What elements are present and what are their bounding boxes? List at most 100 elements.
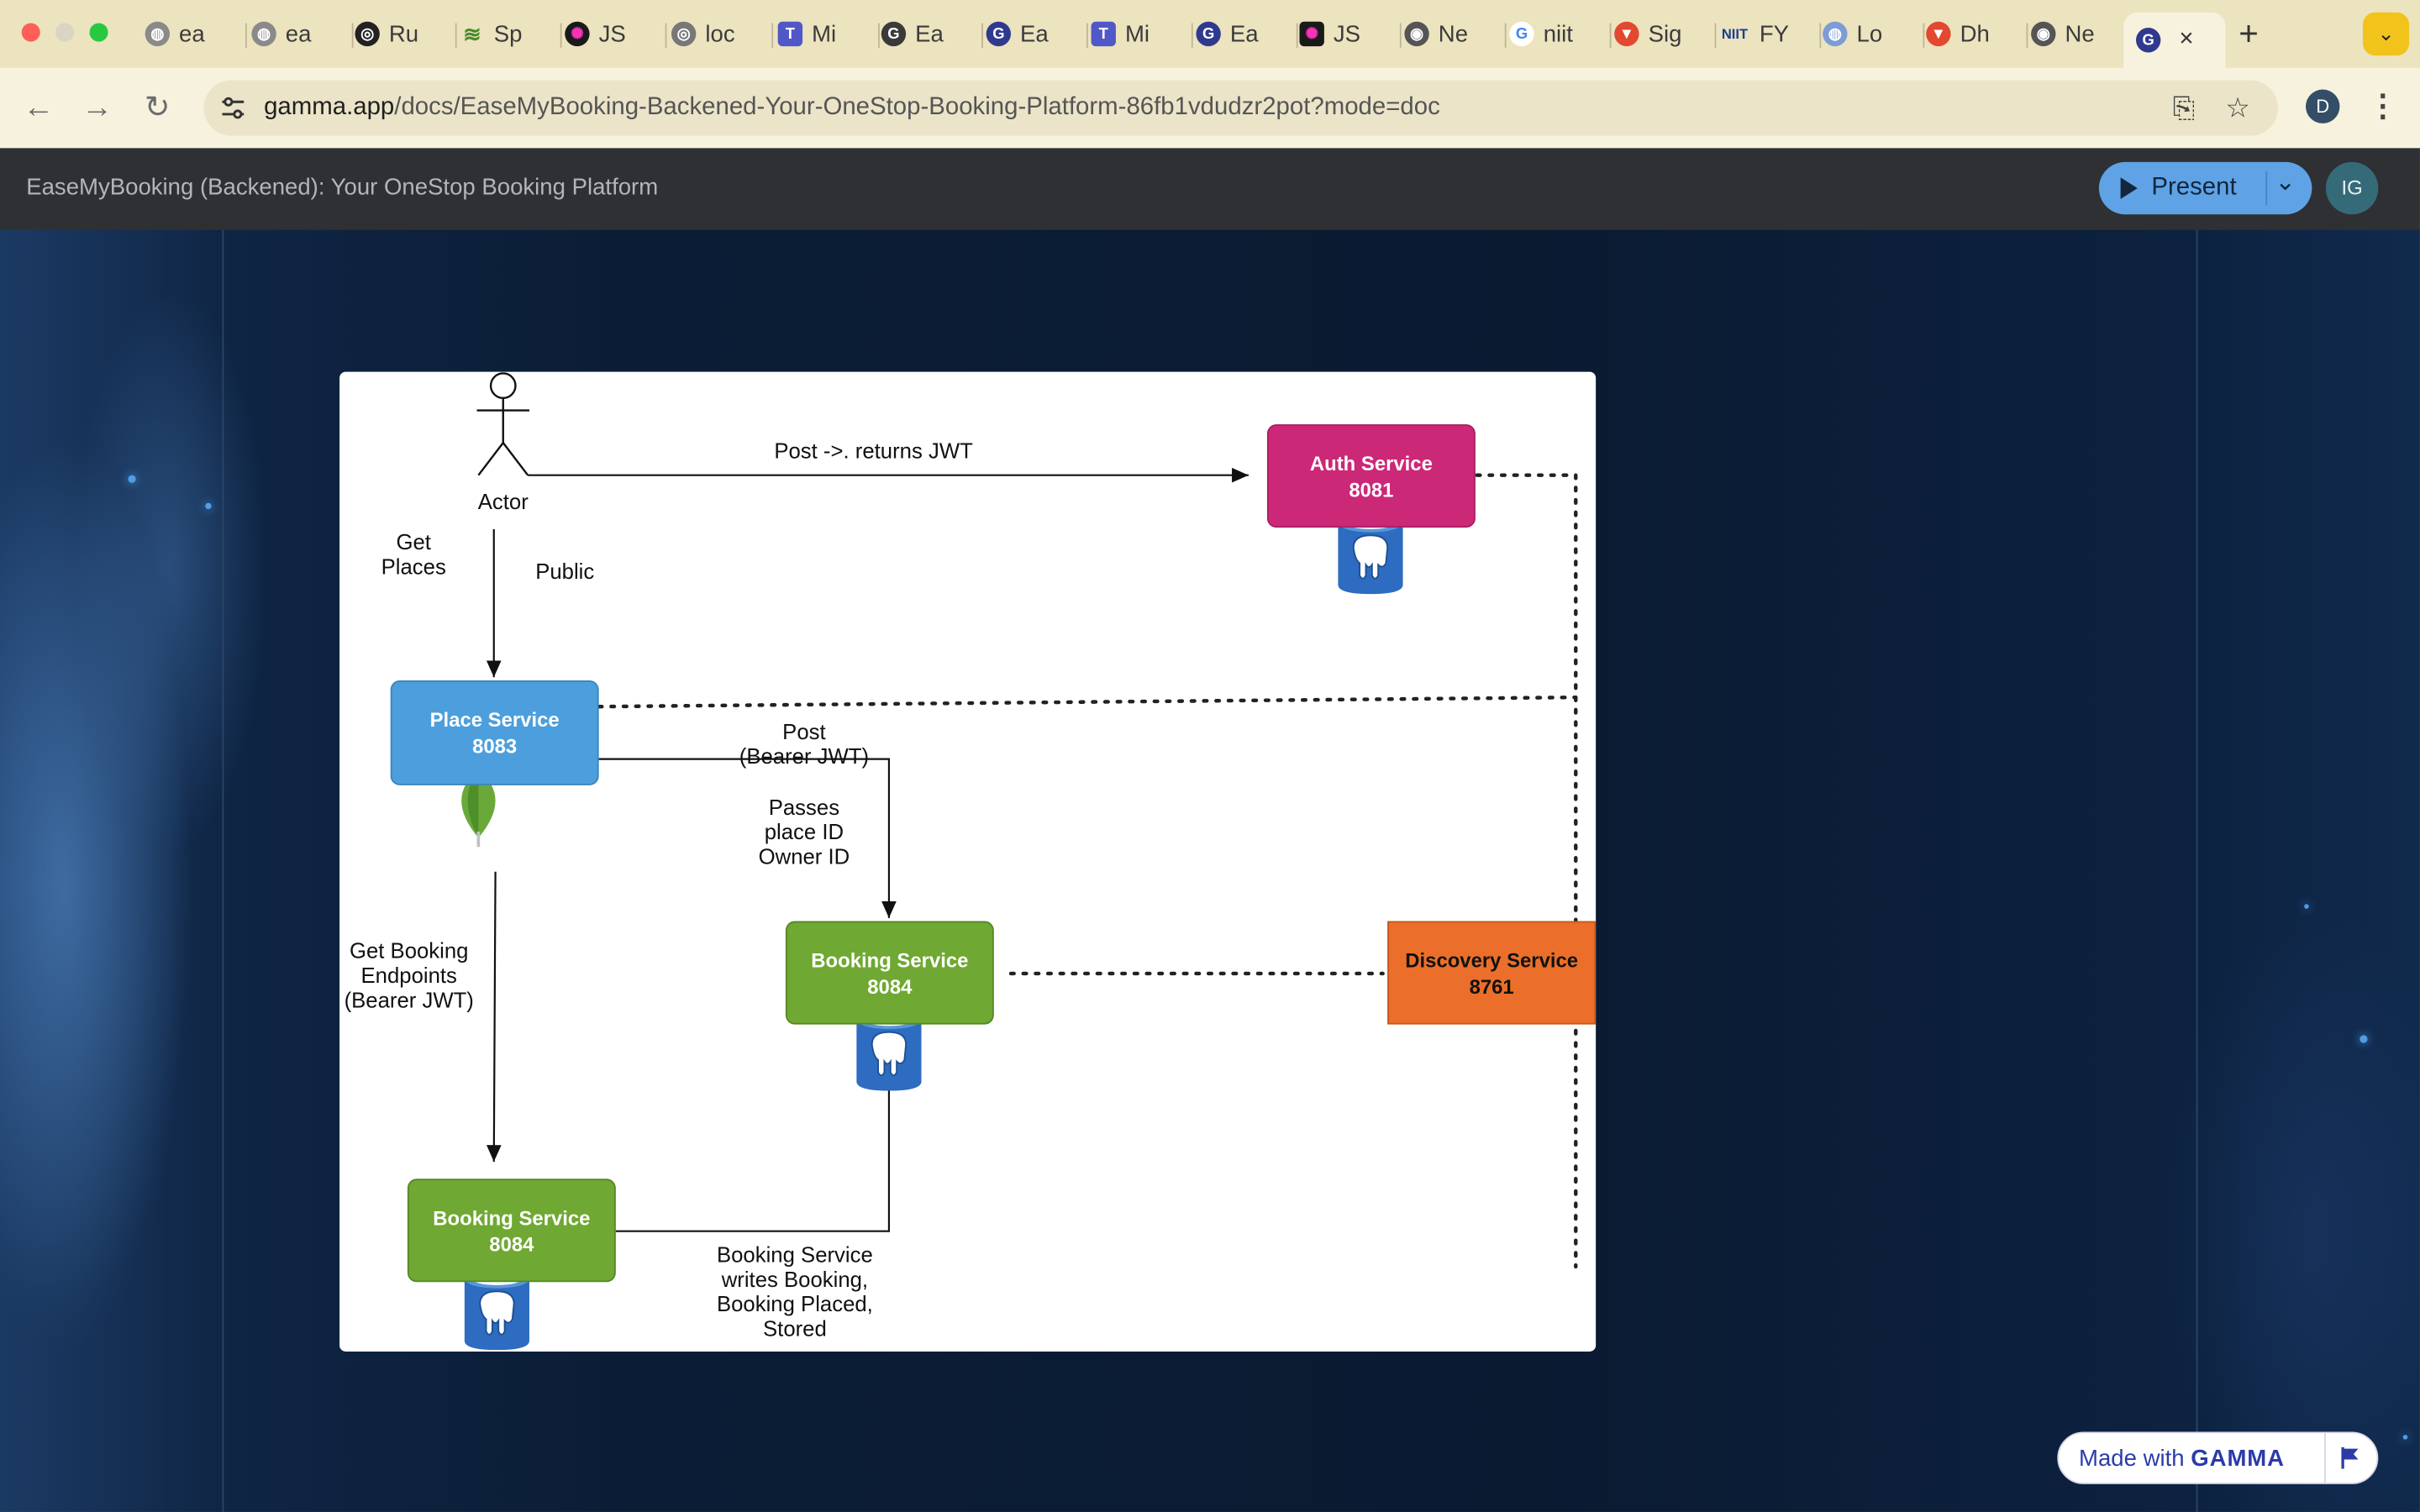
place-service-node: Place Service 8083: [390, 680, 599, 785]
diagram-connectors: [460, 372, 1578, 1352]
browser-tab[interactable]: ◉ Ne: [1392, 13, 1507, 55]
google-icon: G: [1509, 21, 1534, 47]
tab-title: Dh: [1960, 20, 1990, 48]
back-icon[interactable]: ←: [23, 91, 55, 125]
spring-icon: ≋: [463, 20, 481, 46]
minimize-window-button[interactable]: [55, 23, 75, 42]
tab-title: ea: [285, 20, 312, 48]
tab-title: JS: [1333, 20, 1361, 48]
browser-tab[interactable]: ◍ Lo: [1810, 13, 1925, 55]
tab-title: Ea: [1229, 20, 1259, 48]
teams-icon: T: [1091, 21, 1116, 47]
teams-icon: T: [777, 21, 803, 47]
discovery-service-node: Discovery Service 8761: [1387, 921, 1597, 1025]
bookmark-star-icon[interactable]: ☆: [2225, 92, 2251, 123]
edge-label: Post (Bearer JWT): [739, 718, 870, 769]
node-port: 8761: [1469, 974, 1514, 998]
active-browser-tab[interactable]: G ×: [2123, 12, 2226, 68]
globe-icon: ◍: [1823, 21, 1848, 47]
tab-title: Ne: [2065, 20, 2095, 48]
browser-tab[interactable]: NIIT FY: [1707, 13, 1822, 55]
browser-tab[interactable]: G Ea: [974, 13, 1088, 55]
tab-title: Ea: [915, 20, 944, 48]
node-name: Booking Service: [811, 948, 969, 972]
browser-tab[interactable]: ◍ ea: [239, 13, 354, 55]
doc-header: EaseMyBooking (Backened): Your OneStop B…: [0, 148, 2420, 232]
chrome-icon: ◉: [2031, 21, 2056, 47]
actor-label: Actor: [477, 489, 529, 514]
tab-search-button[interactable]: ⌄: [2362, 12, 2410, 56]
gitlab-icon: ▼: [1614, 21, 1639, 47]
node-name: Place Service: [429, 708, 560, 732]
edge-label: Booking Service writes Booking, Booking …: [716, 1242, 873, 1341]
browser-toolbar: ← → ↻ gamma.app/docs/EaseMyBooking-Backe…: [0, 67, 2420, 149]
tab-title: Ea: [1020, 20, 1049, 48]
browser-tab[interactable]: ▼ Sig: [1602, 13, 1717, 55]
browser-tab[interactable]: ▼ Dh: [1914, 13, 2028, 55]
zoom-window-button[interactable]: [89, 23, 108, 42]
browser-tab[interactable]: ✺ JS: [1287, 13, 1402, 55]
browser-menu-icon[interactable]: ⋮: [2367, 89, 2399, 123]
browser-tab[interactable]: G Ea: [869, 13, 983, 55]
play-icon: [2120, 177, 2138, 199]
user-avatar[interactable]: IG: [2325, 161, 2379, 215]
made-with-gamma-badge[interactable]: Made with GAMMA: [2057, 1431, 2379, 1484]
browser-tab[interactable]: G Ea: [1184, 13, 1298, 55]
tab-title: Lo: [1856, 20, 1883, 48]
made-with-label: Made with GAMMA: [2079, 1445, 2286, 1473]
new-tab-button[interactable]: +: [2238, 13, 2259, 53]
content-edge: [2196, 229, 2198, 1512]
node-port: 8081: [1349, 477, 1394, 501]
jsconsole-icon: ✺: [565, 21, 590, 47]
gamma-icon: G: [881, 21, 907, 47]
tab-title: Sp: [493, 20, 523, 48]
site-info-icon[interactable]: [219, 94, 247, 122]
gamma-icon: G: [1196, 21, 1221, 47]
install-app-icon[interactable]: ⎘: [2172, 92, 2196, 123]
gamma-icon: G: [2135, 28, 2161, 53]
browser-tab[interactable]: ≋ Sp: [448, 13, 562, 55]
globe-icon: ◍: [251, 21, 276, 47]
report-flag-icon[interactable]: [2338, 1446, 2363, 1470]
present-button[interactable]: Present ⌄: [2098, 161, 2312, 215]
node-name: Discovery Service: [1405, 948, 1579, 972]
tab-title: Mi: [812, 20, 837, 48]
niit-icon: NIIT: [1721, 26, 1749, 42]
edge-label: Post ->. returns JWT: [774, 438, 973, 464]
browser-tab[interactable]: ◎ Ru: [343, 13, 457, 55]
tab-title: JS: [598, 20, 626, 48]
edge-label: Get Places: [381, 528, 446, 579]
chrome-icon: ◉: [1404, 21, 1429, 47]
forward-icon[interactable]: →: [82, 91, 113, 125]
browser-tab[interactable]: ◍ ea: [133, 13, 247, 55]
browser-tab[interactable]: ◉ Ne: [2018, 13, 2133, 55]
reload-icon[interactable]: ↻: [144, 91, 171, 125]
booking-service-node: Booking Service 8084: [407, 1179, 616, 1283]
openai-icon: ◎: [671, 21, 697, 47]
node-name: Booking Service: [433, 1205, 591, 1229]
address-bar[interactable]: gamma.app/docs/EaseMyBooking-Backened-Yo…: [203, 80, 2278, 136]
browser-tab[interactable]: ✺ JS: [553, 13, 667, 55]
browser-tab[interactable]: ◎ loc: [659, 13, 774, 55]
browser-tab[interactable]: T Mi: [765, 13, 880, 55]
tab-title: ea: [179, 20, 205, 48]
booking-service-node: Booking Service 8084: [785, 921, 994, 1025]
edge-label: Get Booking Endpoints (Bearer JWT): [344, 937, 474, 1012]
profile-avatar[interactable]: D: [2306, 89, 2340, 123]
doc-title: EaseMyBooking (Backened): Your OneStop B…: [26, 174, 659, 201]
close-tab-icon[interactable]: ×: [2179, 26, 2194, 53]
jsconsole-icon: ✺: [1299, 21, 1324, 47]
present-label: Present: [2151, 174, 2237, 201]
chevron-down-icon[interactable]: ⌄: [2275, 170, 2296, 197]
close-window-button[interactable]: [21, 23, 40, 42]
node-port: 8084: [867, 974, 913, 998]
tab-title: loc: [705, 20, 735, 48]
url-text[interactable]: gamma.app/docs/EaseMyBooking-Backened-Yo…: [264, 94, 1440, 121]
decor-star: [2304, 904, 2309, 909]
edge-label: Public: [535, 558, 595, 584]
content-edge: [222, 229, 224, 1512]
openai-icon: ◎: [355, 21, 380, 47]
browser-tab[interactable]: G niit: [1497, 13, 1612, 55]
browser-tab[interactable]: T Mi: [1079, 13, 1193, 55]
decor-star: [205, 502, 212, 510]
